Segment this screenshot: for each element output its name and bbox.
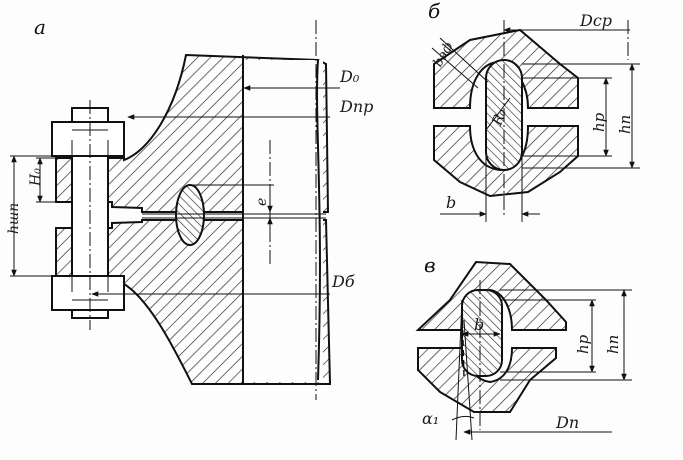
label-H0: H₀ (28, 168, 44, 187)
label-alpha: α₁ (422, 409, 439, 428)
label-Dp: Dп (555, 413, 579, 432)
label-hsh: hшп (6, 203, 22, 234)
label-hr-v: hр (574, 334, 592, 354)
label-D0: D₀ (339, 67, 360, 86)
label-hp-b: hп (616, 115, 634, 134)
label-hr-b: hр (590, 112, 608, 132)
panel-label-b: б (428, 0, 441, 23)
panel-v-octagonal-gasket: в b hр hп α₁ Dп (415, 253, 632, 441)
panel-b-oval-gasket: б Dср bэф R₀ hр hп b (428, 0, 640, 222)
label-e: e (254, 198, 270, 206)
label-R0: R₀ (489, 107, 510, 129)
gasket-oval (175, 184, 205, 246)
label-Dsr: Dср (579, 11, 612, 30)
label-hp-v: hп (604, 335, 622, 354)
panel-a-flange-assembly: а D₀ Dпр Dб H₀ hшп e (6, 15, 373, 400)
panel-label-a: а (34, 15, 46, 39)
upper-nut (51, 121, 125, 157)
label-b-b: b (446, 193, 456, 212)
panel-label-v: в (424, 253, 436, 277)
label-Dpr: Dпр (339, 97, 373, 116)
label-Db: Dб (331, 272, 355, 291)
label-b-v: b (474, 315, 484, 334)
lower-nut (51, 275, 125, 311)
break-line (316, 59, 321, 381)
